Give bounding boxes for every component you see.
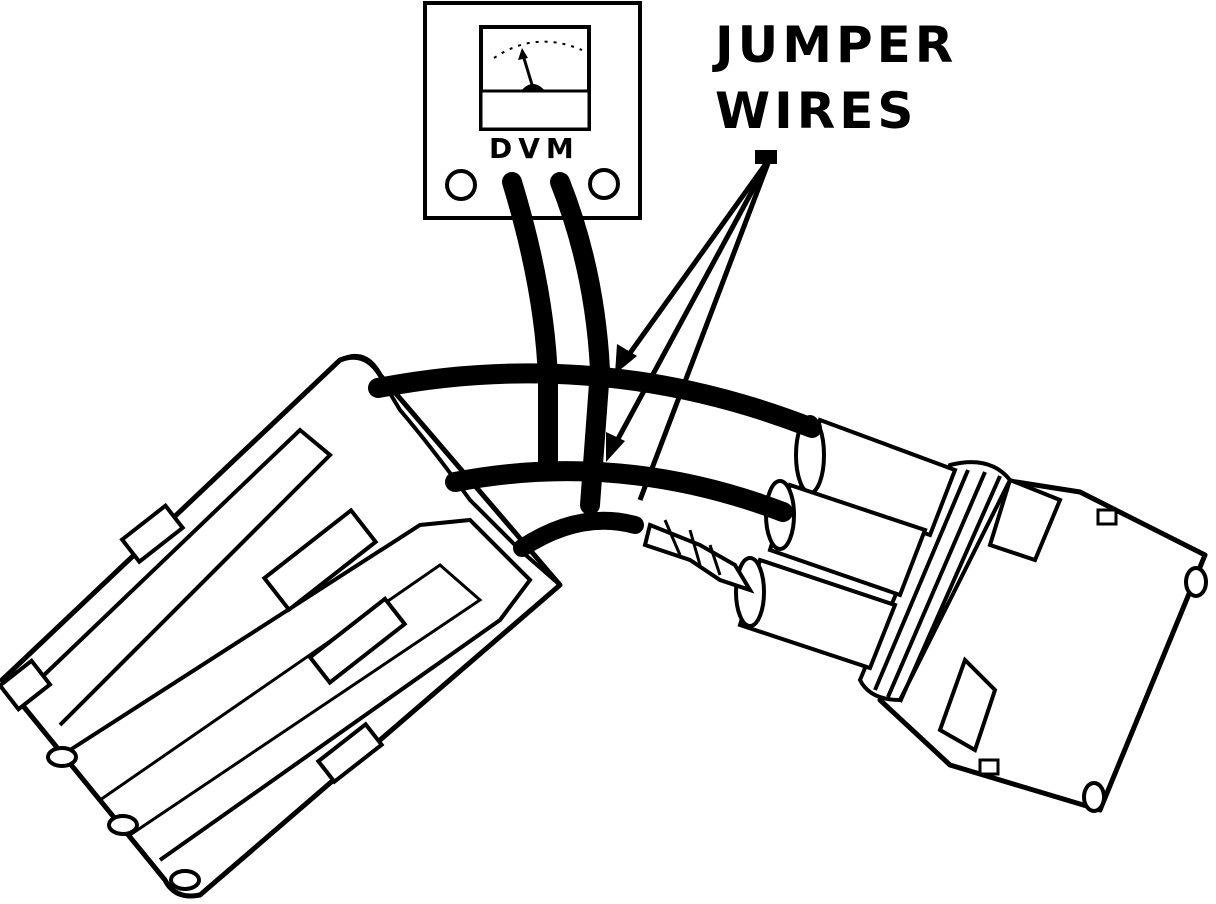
left-connector-peg-1 bbox=[46, 746, 78, 768]
callout-arrowhead-2 bbox=[606, 432, 625, 462]
right-connector bbox=[734, 415, 1208, 813]
meter-lead-right bbox=[550, 172, 611, 515]
right-connector-peg-1 bbox=[1184, 566, 1208, 598]
left-connector-ridge-2 bbox=[68, 517, 533, 862]
left-connector-housing bbox=[0, 354, 563, 899]
dvm-needle bbox=[521, 54, 535, 89]
meter-lead-group bbox=[502, 172, 611, 515]
right-connector-shoulder bbox=[937, 477, 1063, 753]
dvm-label: DVM bbox=[489, 132, 580, 165]
dvm-display-lower-band bbox=[479, 89, 591, 131]
left-connector-latch-top bbox=[119, 502, 186, 565]
callout-arrowhead-1 bbox=[615, 344, 637, 374]
left-connector-slot-2 bbox=[307, 596, 408, 686]
meter-lead-left bbox=[502, 172, 558, 480]
dvm-needle-pivot bbox=[520, 84, 546, 92]
jumper-wire-middle bbox=[445, 461, 793, 522]
left-connector-latch-side bbox=[0, 658, 53, 712]
right-connector-latch-bottom bbox=[978, 758, 1000, 776]
right-connector-peg-2 bbox=[1082, 781, 1106, 813]
jumper-wire-bottom bbox=[513, 511, 644, 557]
left-connector-lock-tab bbox=[315, 721, 385, 785]
left-connector-peg-2 bbox=[107, 814, 139, 836]
left-connector-slot-1 bbox=[261, 507, 379, 613]
left-connector bbox=[0, 354, 563, 899]
dvm-left-terminal bbox=[445, 169, 477, 201]
dvm-right-terminal bbox=[588, 168, 620, 200]
exposed-terminal-pin bbox=[642, 519, 755, 594]
right-connector-latch bbox=[1096, 508, 1118, 526]
callout-line-1: JUMPER bbox=[712, 16, 957, 74]
right-connector-seal-rings bbox=[857, 460, 1013, 703]
callout-leader-1 bbox=[622, 156, 773, 362]
callout-leader-hub bbox=[755, 150, 777, 164]
callout-leader-3 bbox=[637, 157, 773, 501]
terminal-pin-crimp bbox=[663, 519, 722, 576]
left-connector-ridge-1 bbox=[16, 427, 333, 727]
left-connector-ridge-3 bbox=[99, 563, 483, 837]
dvm-needle-tip bbox=[518, 48, 528, 60]
dvm-meter: DVM bbox=[423, 1, 642, 220]
dvm-scale-arc bbox=[493, 40, 583, 59]
callout-line-2: WIRES bbox=[715, 82, 917, 140]
callout-leader-2 bbox=[609, 156, 773, 452]
left-connector-peg-3 bbox=[169, 869, 201, 891]
jumper-wires-callout: JUMPER WIRES bbox=[606, 16, 957, 501]
